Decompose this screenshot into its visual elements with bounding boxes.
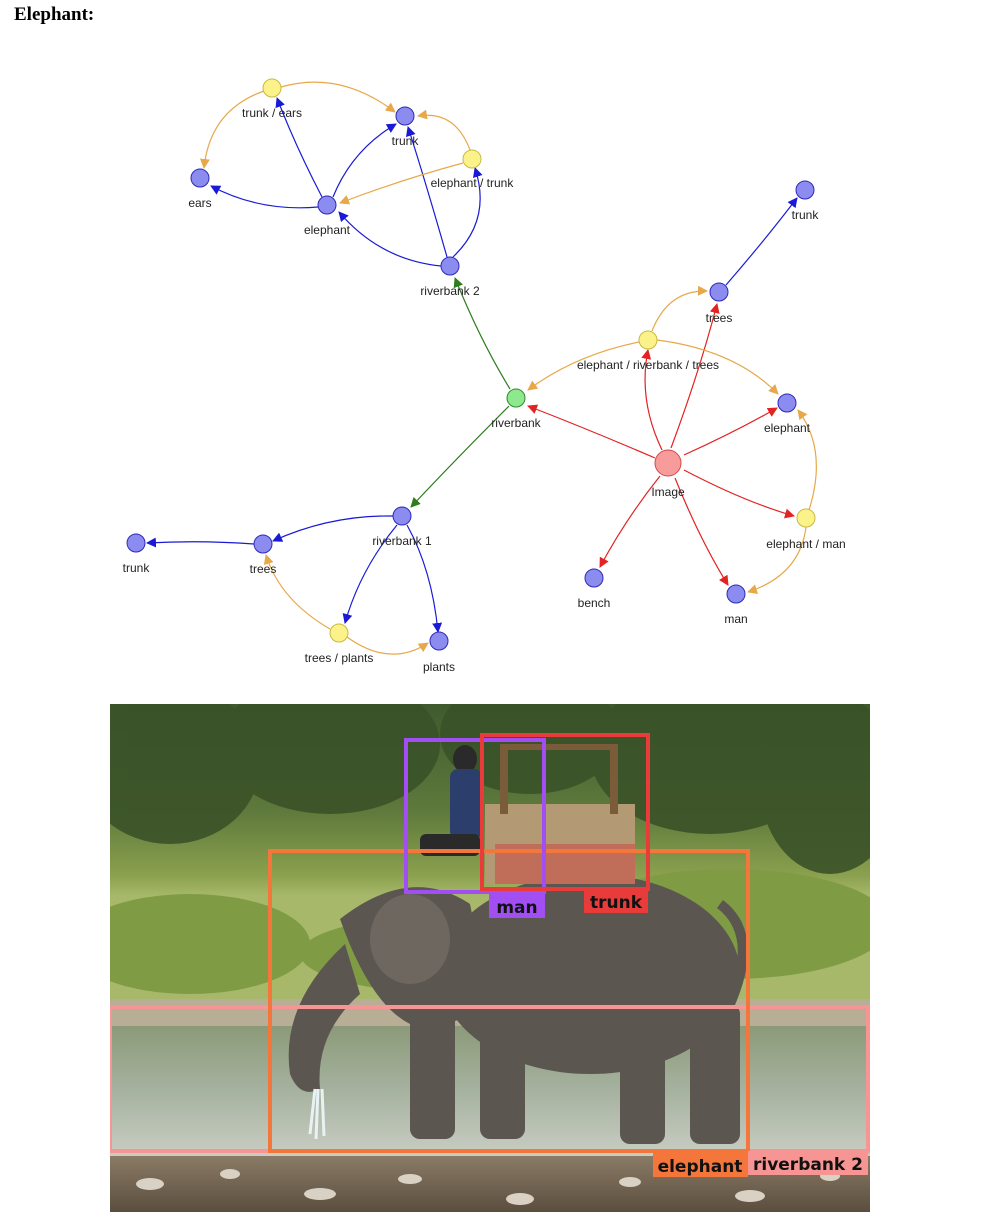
node-trunk-r <box>795 180 815 200</box>
elephant-ear <box>370 894 450 984</box>
node-elephant-man <box>796 508 816 528</box>
label-image: Image <box>651 485 685 499</box>
label-man: man <box>724 612 747 626</box>
node-man <box>726 584 746 604</box>
node-trunk-ears <box>262 78 282 98</box>
bbox-label-trunk: trunk <box>590 893 643 913</box>
edge-elephant-trunk-elephant <box>339 162 464 205</box>
edge-trees-trunk-l <box>146 537 255 548</box>
edge-image-erb-trees <box>641 349 663 451</box>
tag-bg-man <box>489 894 545 918</box>
edge-riverbank1-plants <box>406 524 443 633</box>
bbox-label-man: man <box>496 898 537 918</box>
edge-elephant-trunk-trunk <box>417 109 471 151</box>
node-elephant-top <box>317 195 337 215</box>
edge-trees-trunk-r <box>725 197 798 286</box>
edge-elephant-man-man <box>747 526 807 594</box>
node-trunk-l <box>126 533 146 553</box>
node-riverbank2 <box>440 256 460 276</box>
label-riverbank2: riverbank 2 <box>420 284 480 298</box>
node-trees-plants <box>329 623 349 643</box>
bbox-label-riverbank2: riverbank 2 <box>753 1155 863 1175</box>
label-trunk-ears: trunk / ears <box>242 106 302 120</box>
label-trunk-l: trunk <box>123 561 151 575</box>
node-ears <box>190 168 210 188</box>
label-elephant-trunk: elephant / trunk <box>431 176 515 190</box>
edge-image-bench <box>599 475 661 568</box>
label-elephant-top: elephant <box>304 223 351 237</box>
bbox-label-elephant: elephant <box>658 1157 743 1177</box>
node-trees-l <box>253 534 273 554</box>
edge-trees-plants-trees <box>263 554 331 630</box>
tag-bg-trunk <box>584 889 648 913</box>
node-riverbank <box>506 388 526 408</box>
label-plants: plants <box>423 660 455 674</box>
scene-graph: Image riverbank riverbank 2 riverbank 1 … <box>123 78 846 674</box>
edge-riverbank1-trees <box>272 515 394 542</box>
node-trees-r <box>709 282 729 302</box>
bbox-man <box>404 738 546 894</box>
edge-trunk-ears-ears <box>199 90 265 169</box>
node-erb-trees <box>638 330 658 350</box>
edge-image-man <box>674 477 729 586</box>
label-erb-trees: elephant / riverbank / trees <box>577 358 719 372</box>
label-trees-l: trees <box>250 562 277 576</box>
bbox-elephant <box>268 849 750 1153</box>
node-bench <box>584 568 604 588</box>
edge-image-trees <box>670 303 720 449</box>
node-trunk-top <box>395 106 415 126</box>
edge-elephant-trunk <box>332 123 397 198</box>
edge-trees-plants-plants <box>346 636 429 655</box>
tree-canopy <box>110 704 870 874</box>
label-elephant-man: elephant / man <box>766 537 845 551</box>
water-splash <box>308 1088 326 1140</box>
edge-riverbank2-elephant-trunk <box>452 167 483 258</box>
tag-bg-riverbank2 <box>748 1151 868 1175</box>
label-trees-r: trees <box>706 311 733 325</box>
tag-bg-elephant <box>653 1153 748 1177</box>
page-title: Elephant: <box>14 4 95 25</box>
edge-riverbank-riverbank1 <box>410 405 510 508</box>
edge-riverbank2-trunk <box>405 126 448 258</box>
edge-image-elephant-man <box>683 469 795 519</box>
edge-trunk-ears-trunk <box>280 81 396 113</box>
label-trunk-top: trunk <box>392 134 420 148</box>
node-image <box>654 449 682 477</box>
edge-image-elephant <box>683 407 778 456</box>
node-riverbank1 <box>392 506 412 526</box>
label-ears: ears <box>188 196 211 210</box>
node-elephant-r <box>777 393 797 413</box>
bbox-trunk <box>480 733 650 891</box>
edge-erb-trees-riverbank <box>527 341 640 391</box>
node-plants <box>429 631 449 651</box>
label-bench: bench <box>578 596 611 610</box>
annotated-photo: man trunk elephant riverbank 2 <box>110 704 870 1212</box>
howdah <box>485 744 635 884</box>
node-elephant-trunk <box>462 149 482 169</box>
edge-erb-trees-elephant <box>656 339 779 395</box>
label-riverbank1: riverbank 1 <box>372 534 432 548</box>
edge-erb-trees-trees <box>651 285 708 332</box>
label-trunk-r: trunk <box>792 208 820 222</box>
edge-riverbank2-elephant <box>338 211 442 267</box>
label-trees-plants: trees / plants <box>305 651 374 665</box>
edge-riverbank1-trees-plants <box>342 524 398 624</box>
edge-riverbank-riverbank2 <box>453 277 511 390</box>
label-elephant-r: elephant <box>764 421 811 435</box>
edge-image-riverbank <box>527 404 656 459</box>
edge-elephant-ears <box>210 185 319 209</box>
edge-elephant-trunk-ears <box>275 97 323 198</box>
label-riverbank: riverbank <box>491 416 541 430</box>
edge-elephant-man-elephant <box>797 409 817 511</box>
